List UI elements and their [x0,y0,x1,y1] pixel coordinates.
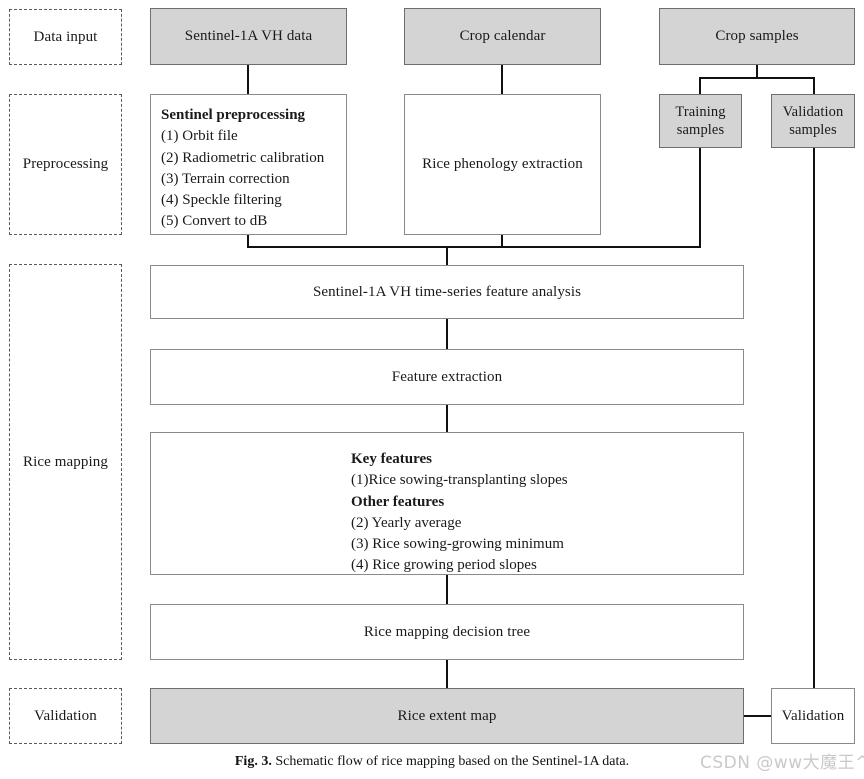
connector-calendar-to-phenology [501,64,503,94]
node-label: Feature extraction [391,368,503,385]
features-other-item-1: (2) Yearly average [351,514,462,531]
node-label: Validation samples [782,103,844,138]
node-rice-extent-map[interactable]: Rice extent map [150,688,744,744]
stage-label-text: Validation [34,707,97,724]
stage-label-text: Data input [33,28,98,45]
node-label: Rice mapping decision tree [363,623,531,640]
node-label: Rice phenology extraction [422,156,583,173]
features-list: Key features (1)Rice sowing-transplantin… [151,449,743,577]
preprocessing-item-1: (1) Orbit file [161,128,238,145]
watermark: CSDN @ww大魔王^ [700,753,864,773]
connector-features-to-decisiontree [446,574,448,605]
connector-merge-to-timeseries [446,246,448,266]
figure-number: Fig. 3. [234,754,272,769]
node-label: Sentinel-1A VH data [184,28,313,45]
node-sentinel-preprocessing[interactable]: Sentinel preprocessing (1) Orbit file (2… [150,94,347,235]
preprocessing-item-5: (5) Convert to dB [161,213,268,230]
node-label: Crop samples [715,28,799,45]
stage-label-rice-mapping: Rice mapping [9,264,122,660]
connector-validationsamples-to-validation [813,148,815,688]
node-validation[interactable]: Validation [771,688,855,744]
figure-caption-text: Schematic flow of rice mapping based on … [275,754,630,769]
connector-sentinel-to-preprocessing [247,64,249,94]
node-features[interactable]: Key features (1)Rice sowing-transplantin… [150,432,744,575]
stage-label-preprocessing: Preprocessing [9,94,122,235]
node-label: Sentinel-1A VH time-series feature analy… [312,283,582,300]
features-other-heading: Other features [351,493,445,510]
node-label: Training samples [675,103,726,138]
figure-caption: Fig. 3. Schematic flow of rice mapping b… [0,754,864,770]
preprocessing-list: Sentinel preprocessing (1) Orbit file (2… [161,105,346,233]
preprocessing-item-2: (2) Radiometric calibration [161,149,325,166]
features-key-heading: Key features [351,451,432,467]
node-crop-samples[interactable]: Crop samples [659,8,855,65]
features-key-item-1: (1)Rice sowing-transplanting slopes [351,472,568,489]
connector-preprocessing-to-merge [247,234,249,247]
connector-samples-bus [699,77,815,79]
connector-extraction-to-features [446,404,448,433]
connector-phenology-to-merge [501,234,503,247]
connector-merge-bus [247,246,701,248]
connector-samples-to-bus [756,64,758,78]
connector-timeseries-to-extraction [446,318,448,349]
node-sentinel-1a-vh-data[interactable]: Sentinel-1A VH data [150,8,347,65]
connector-extentmap-to-validation [744,715,772,717]
node-rice-phenology-extraction[interactable]: Rice phenology extraction [404,94,601,235]
node-feature-extraction[interactable]: Feature extraction [150,349,744,405]
node-training-samples[interactable]: Training samples [659,94,742,148]
connector-training-to-merge [699,148,701,247]
stage-label-validation: Validation [9,688,122,744]
features-other-item-2: (3) Rice sowing-growing minimum [351,536,564,553]
stage-label-data-input: Data input [9,9,122,65]
node-label: Validation [781,707,845,724]
node-rice-mapping-decision-tree[interactable]: Rice mapping decision tree [150,604,744,660]
node-label: Rice extent map [397,707,497,724]
node-crop-calendar[interactable]: Crop calendar [404,8,601,65]
connector-decisiontree-to-extentmap [446,659,448,689]
node-validation-samples[interactable]: Validation samples [771,94,855,148]
stage-label-text: Rice mapping [23,453,108,470]
features-other-item-3: (4) Rice growing period slopes [351,557,537,574]
preprocessing-item-3: (3) Terrain correction [161,170,290,187]
node-label: Crop calendar [459,28,546,45]
preprocessing-item-4: (4) Speckle filtering [161,192,282,209]
node-timeseries-feature-analysis[interactable]: Sentinel-1A VH time-series feature analy… [150,265,744,319]
connector-bus-to-validation-samples [813,77,815,95]
preprocessing-heading: Sentinel preprocessing [161,107,306,123]
connector-bus-to-training [699,77,701,95]
stage-label-text: Preprocessing [22,156,109,173]
